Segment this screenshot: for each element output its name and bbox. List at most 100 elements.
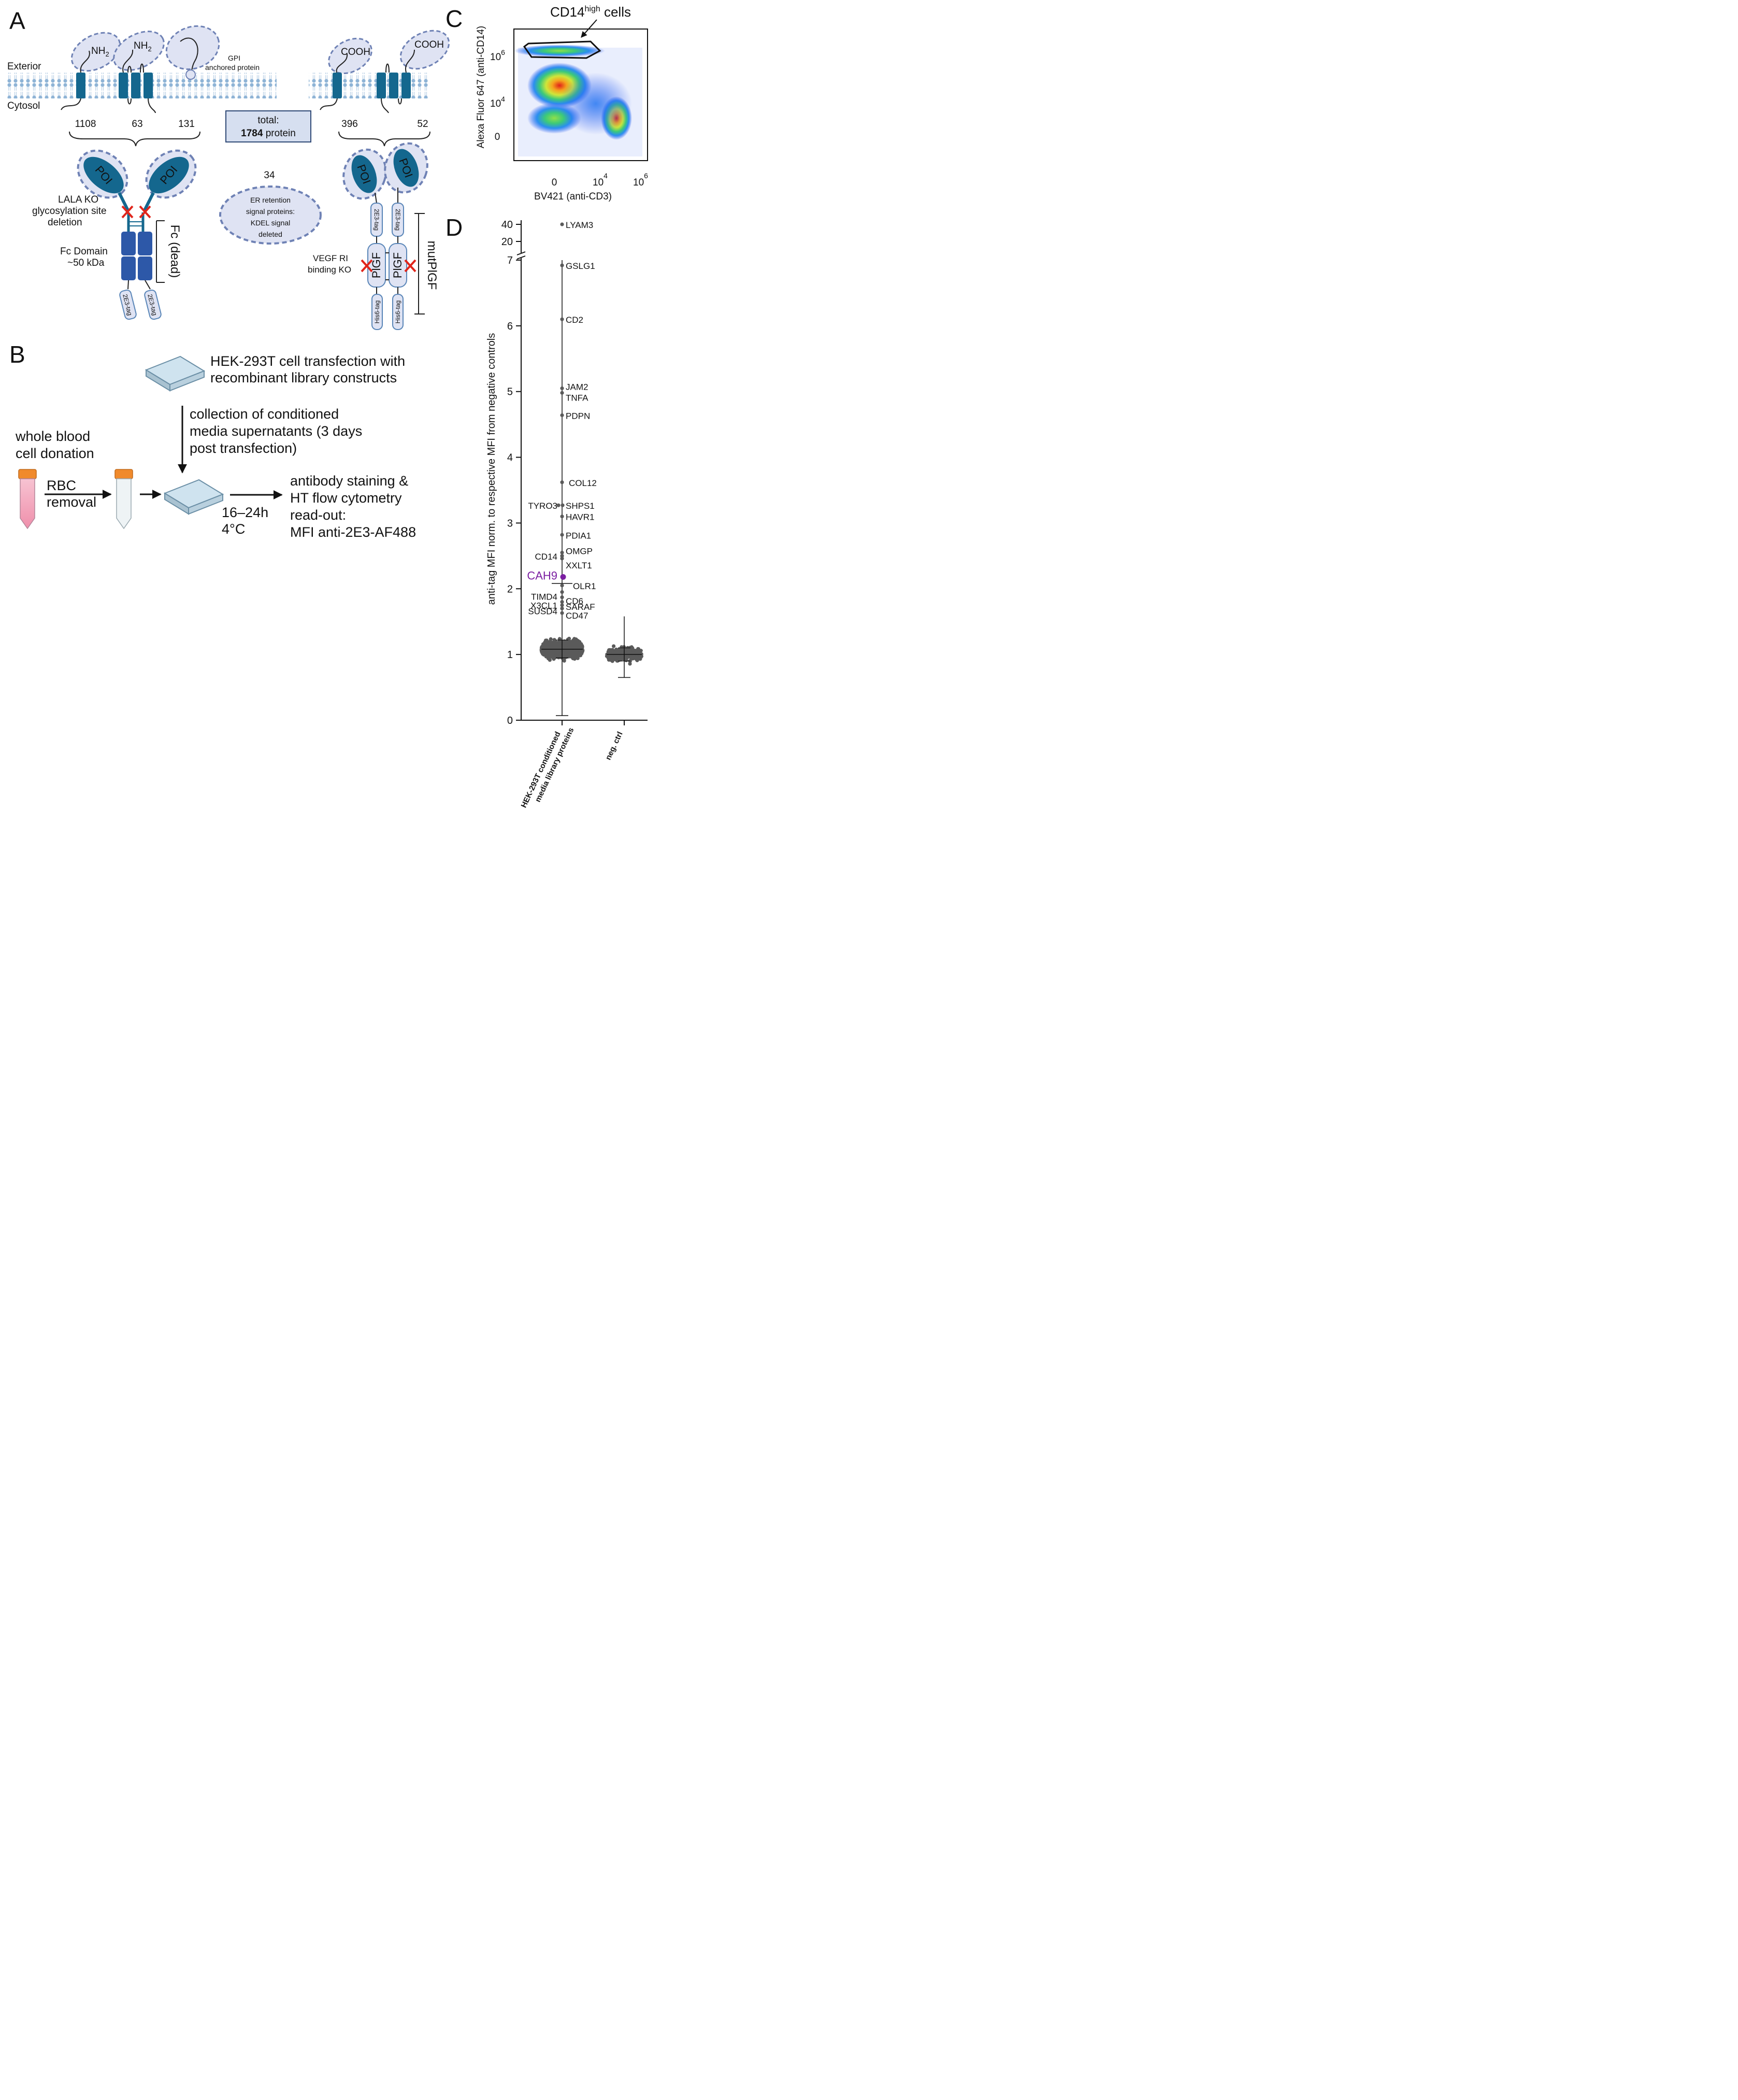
membrane-right (309, 73, 429, 98)
er-line4: deleted (258, 230, 282, 238)
count-4: 396 (341, 119, 358, 130)
er-count: 34 (264, 170, 275, 181)
count-2: 63 (132, 119, 142, 130)
d-point (629, 656, 633, 660)
cleared-tube-icon (114, 469, 133, 530)
d-ytick-label-upper: 40 (501, 219, 513, 231)
brace-right (338, 131, 430, 147)
flow-density (514, 45, 642, 156)
d-point (636, 647, 641, 651)
flow-ytick-2: 106 (490, 48, 505, 63)
d-labeled-point (556, 503, 561, 507)
d-point-label: CAH9 (527, 569, 557, 582)
d-labeled-point (560, 574, 566, 580)
d-point-label: CD47 (566, 611, 588, 621)
d-point-label: HAVR1 (566, 512, 594, 522)
d-point (546, 656, 550, 661)
d-point-label: SHPS1 (566, 501, 595, 511)
d-point (545, 651, 549, 655)
total-line2: 1784 protein (241, 128, 296, 139)
d-point (635, 650, 639, 654)
d-point (577, 640, 581, 644)
d-point (631, 654, 636, 658)
er-retention-ellipse (219, 185, 322, 245)
vegf-x-2 (404, 259, 416, 273)
panel-label-b: B (9, 341, 25, 368)
mutplgf-label: mutPlGF (425, 241, 439, 290)
cooh-label-2: COOH (414, 39, 444, 50)
total-box (225, 110, 311, 142)
d-labeled-point (560, 603, 564, 607)
fc-construct-icon: POI POI 2E3-tag 2E3-tag Fc (dead) (77, 149, 197, 320)
d-labeled-point (560, 222, 564, 226)
cytosol-label: Cytosol (7, 101, 40, 111)
d-point (615, 655, 620, 659)
d-axis-break-2 (516, 255, 526, 260)
d-point (626, 649, 630, 653)
d-point (579, 647, 583, 651)
well-plate-icon-top (145, 355, 206, 392)
readout-line1: antibody staining & (290, 473, 408, 489)
panel-label-c: C (446, 5, 463, 32)
d-point-label: TYRO3 (528, 501, 557, 511)
rbc-line1: RBC (47, 478, 76, 493)
d-point-label: OLR1 (573, 581, 596, 591)
d-ytick-label: 4 (507, 452, 513, 464)
count-3: 131 (178, 119, 195, 130)
cooh-label-1: COOH (341, 47, 370, 58)
d-point (605, 654, 609, 658)
plgf-label-1: PlGF (370, 252, 383, 278)
nh2-label-2: NH2 (134, 40, 152, 53)
d-point-label: GSLG1 (566, 261, 595, 271)
d-point (562, 640, 566, 645)
d-point-label: TNFA (566, 393, 588, 403)
readout-line2: HT flow cytometry (290, 490, 402, 506)
blood-line1: whole blood (15, 428, 90, 444)
type1-protein-icon: NH2 (61, 32, 121, 110)
d-point-label: CD14 (535, 552, 557, 562)
d-ytick-label: 6 (507, 321, 513, 332)
flow-xtick-2: 106 (633, 172, 648, 188)
er-line2: signal proteins: (246, 207, 295, 216)
d-labeled-point (560, 317, 564, 321)
d-xtick-label-1: HEK-293T conditionedmedia library protei… (520, 722, 576, 813)
d-point (574, 653, 578, 658)
hek-line1: HEK-293T cell transfection with (210, 353, 405, 369)
tag-2e3-label-3: 2E3-tag (373, 209, 380, 231)
d-ylabel: anti-tag MFI norm. to respective MFI fro… (486, 333, 497, 605)
membrane-left (6, 73, 277, 98)
d-point (570, 646, 574, 650)
d-labeled-point (560, 590, 564, 594)
d-labeled-point (560, 583, 564, 588)
blood-tube-icon (18, 469, 37, 530)
d-point (567, 642, 571, 646)
d-labeled-point (560, 550, 564, 555)
tag-2e3-label-4: 2E3-tag (394, 209, 401, 231)
hek-line2: recombinant library constructs (210, 370, 397, 385)
d-point-label: JAM2 (566, 382, 588, 392)
multipass-protein-icon: NH2 (113, 31, 165, 113)
d-labeled-point (560, 391, 564, 395)
vegf-line1: VEGF RI (313, 253, 348, 263)
panel-label-a: A (9, 7, 25, 34)
count-1: 1108 (75, 119, 96, 130)
d-labeled-point (560, 413, 564, 417)
time-line1: 16–24h (222, 505, 268, 520)
panel-a: A Exterior Cytosol NH2 NH2 (6, 7, 450, 330)
d-labeled-point (560, 386, 564, 390)
vegf-x-1 (361, 259, 373, 273)
d-labeled-point (560, 556, 564, 561)
d-labeled-point (560, 533, 564, 537)
d-labeled-point (560, 480, 564, 484)
brace-left (69, 131, 200, 147)
d-point-label: X3CL1 (530, 601, 557, 611)
total-line1: total: (257, 115, 279, 126)
d-labeled-point (560, 606, 564, 610)
d-axis-break-1 (516, 251, 526, 255)
blood-line2: cell donation (16, 446, 94, 461)
d-xtick-label-2: neg. ctrl (604, 731, 625, 762)
collect-line3: post transfection) (190, 440, 297, 456)
flow-ylabel: Alexa Fluor 647 (anti-CD14) (476, 26, 486, 149)
d-ytick-label: 0 (507, 715, 513, 726)
